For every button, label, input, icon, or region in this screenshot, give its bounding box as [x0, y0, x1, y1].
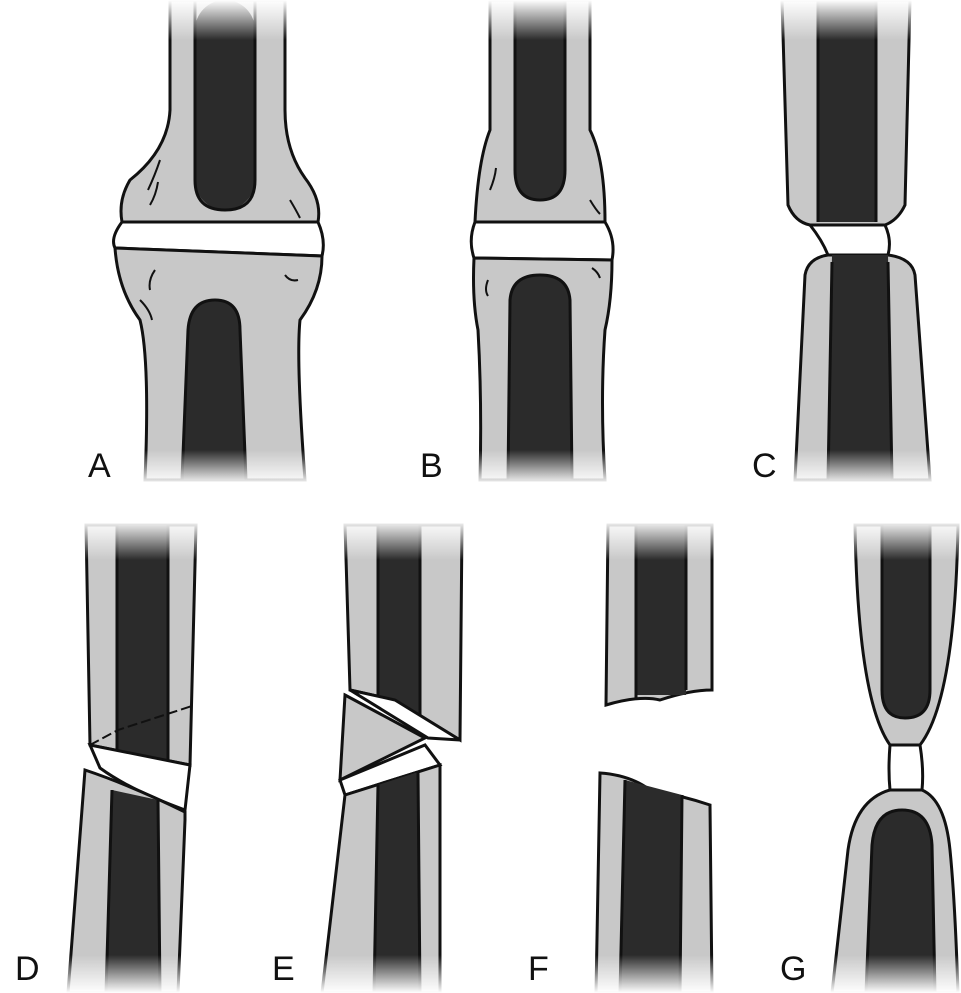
panel-label-a: A [88, 447, 111, 485]
panel-label-d: D [15, 950, 40, 988]
panel-label-c: C [752, 447, 777, 485]
panel-c [775, 0, 935, 485]
panel-f [590, 520, 720, 993]
panel-e [315, 520, 470, 993]
panel-label-b: B [420, 447, 443, 485]
panel-label-f: F [528, 950, 549, 988]
panel-a [114, 0, 324, 485]
panel-b [460, 0, 620, 485]
panel-label-e: E [272, 950, 295, 988]
panel-g [828, 520, 961, 993]
panel-d [60, 520, 210, 993]
panel-label-g: G [780, 950, 806, 988]
